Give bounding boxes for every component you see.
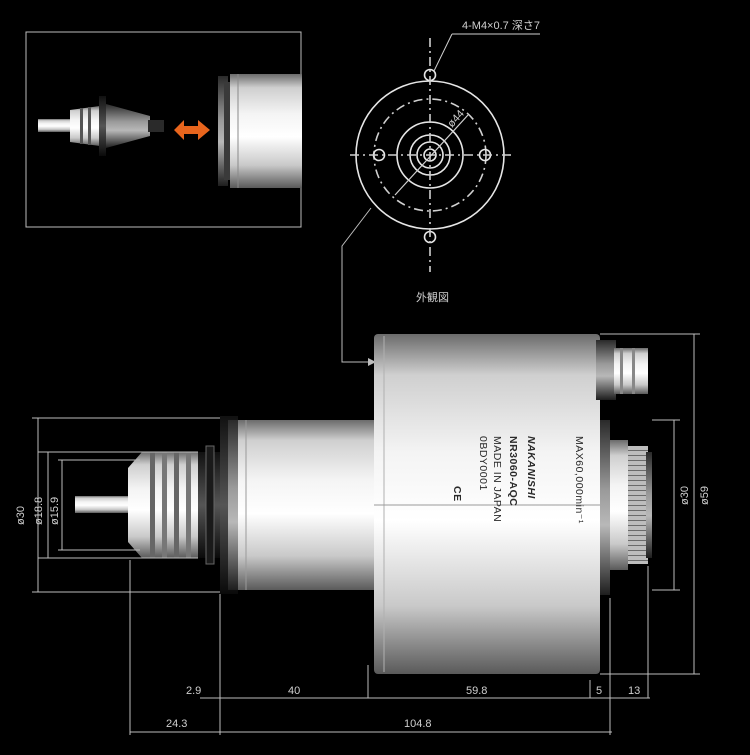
dim-right-59: ø59 [699, 486, 711, 505]
engraving: NAKANISHI NR3060-AQC MADE IN JAPAN 0BDY0… [451, 436, 537, 522]
rear-cap [600, 420, 610, 595]
inset-panel [25, 31, 302, 228]
callout-leader [433, 33, 453, 72]
dim-left-30: ø30 [15, 506, 27, 525]
inset-spindle-body [230, 74, 302, 188]
serial-label: 0BDY0001 [477, 436, 489, 491]
dim-59-8: 59.8 [466, 685, 487, 697]
dim-104-8: 104.8 [404, 718, 432, 730]
dim-40: 40 [288, 685, 300, 697]
rear-thread [628, 446, 648, 564]
air-fitting-base [596, 340, 616, 400]
spindle-assembly: NAKANISHI NR3060-AQC MADE IN JAPAN 0BDY0… [75, 334, 652, 674]
dim-24-3: 24.3 [166, 718, 187, 730]
dim-5: 5 [596, 685, 602, 697]
view-connector-line [341, 207, 372, 363]
spindle-neck [238, 420, 374, 590]
face-view-caption: 外観図 [416, 290, 449, 304]
inset-spindle-nose [218, 76, 228, 186]
motor-housing [374, 334, 600, 674]
model-label: NR3060-AQC [507, 436, 519, 506]
hole-callout: 4-M4×0.7 深さ7 [462, 19, 540, 32]
tool-shank [75, 496, 130, 513]
dimensions: ø30 ø18.8 ø15.9 ø30 ø59 2.9 40 59.8 5 13… [15, 333, 711, 735]
face-view: ø44 4-M4×0.7 深さ7 外観図 [341, 19, 540, 366]
origin-label: MADE IN JAPAN [491, 436, 503, 522]
pcd-label: ø44 [445, 108, 467, 130]
air-fitting [614, 348, 648, 394]
double-arrow-icon [174, 120, 210, 140]
pcd-leader [394, 114, 469, 196]
speed-label: MAX60,000min⁻¹ [573, 436, 585, 524]
inset-tool-shank [38, 119, 72, 132]
dim-left-18-8: ø18.8 [33, 497, 45, 525]
dim-right-30: ø30 [679, 486, 691, 505]
brand-label: NAKANISHI [525, 436, 537, 499]
dim-left-15-9: ø15.9 [49, 497, 61, 525]
inset-collet-nut [70, 106, 100, 146]
dim-13: 13 [628, 685, 640, 697]
inset-flange [99, 96, 106, 156]
ce-mark: CE [451, 486, 463, 502]
dim-2-9: 2.9 [186, 685, 201, 697]
inset-taper [106, 104, 150, 148]
